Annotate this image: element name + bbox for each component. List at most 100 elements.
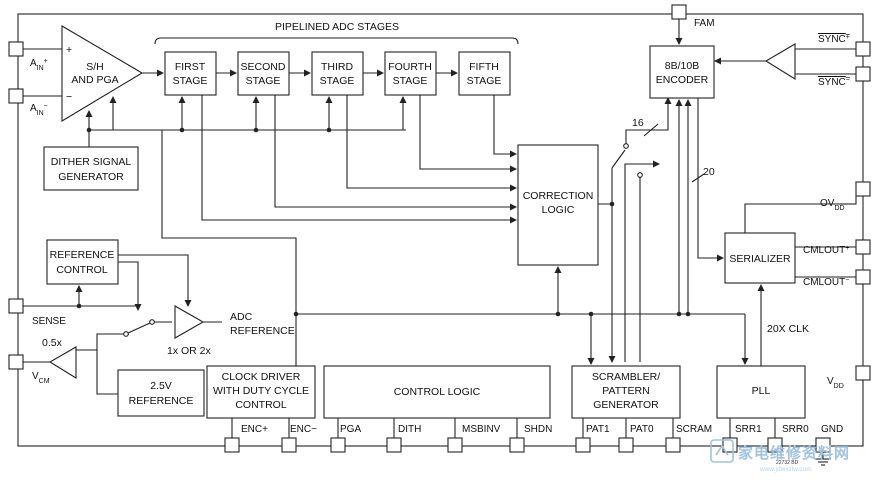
sync-minus-pin[interactable] [855,66,871,82]
sh-pga-plus: + [66,44,72,56]
ain-plus-pin[interactable] [8,41,24,57]
scram-pin[interactable] [665,437,681,453]
sh-pga-minus: − [66,91,72,103]
ground-icon [815,452,831,466]
cmlout-minus-label: CMLOUT− [803,277,849,289]
third-stage-label-1: THIRD [321,61,353,73]
correction-logic-block [517,144,599,266]
control-logic-block [323,365,551,419]
dither-label-1: DITHER SIGNAL [51,156,132,168]
enc-plus-label: ENC+ [241,424,268,435]
first-stage-block [164,51,217,96]
cmlout-plus-label: CMLOUT+ [803,245,849,257]
first-stage-label-2: STAGE [173,75,208,87]
bus20-label: 20 [703,166,715,178]
encoder-block [649,45,715,99]
cmlout-plus-pin[interactable] [855,239,871,255]
fam-pin[interactable] [671,4,687,20]
pipelined-stages-label: PIPELINED ADC STAGES [275,21,399,33]
chip-outline [17,13,864,447]
cmlout-minus-pin[interactable] [855,269,871,285]
shdn-pin[interactable] [509,437,525,453]
pga-pin[interactable] [330,437,346,453]
clock-driver-label-3: CONTROL [235,399,286,411]
watermark: 家电维修资料网 www.jdwxzlw.com [710,439,849,473]
ref-25v-block [117,369,205,417]
srr0-label: SRR0 [782,424,809,435]
first-stage-label-1: FIRST [175,61,206,73]
sense-label: SENSE [32,316,66,327]
sync-receiver [764,43,796,80]
sh-pga-label-2: AND PGA [71,74,118,86]
vcm-label: VCM [32,371,50,385]
scrambler-block [571,365,681,419]
correction-label-1: CORRECTION [523,190,594,202]
control-logic-label: CONTROL LOGIC [394,386,481,398]
figure-id: 22732 BD [776,460,799,466]
encoder-label-2: ENCODER [656,74,709,86]
pll-block [716,365,806,419]
dither-generator-block [43,146,139,191]
enc-minus-pin[interactable] [281,437,297,453]
msbinv-label: MSBINV [462,424,501,435]
second-stage-label-2: STAGE [246,75,281,87]
ovdd-label: OVDD [820,198,845,212]
pat0-label: PAT0 [630,424,654,435]
vcm-pin[interactable] [8,354,24,370]
clock-driver-label-1: CLOCK DRIVER [222,371,301,383]
vcm-buffer [48,346,77,379]
adc-ref-label-2: REFERENCE [230,325,295,337]
scrambler-label-2: PATTERN [602,385,649,397]
scrambler-label-3: GENERATOR [593,399,659,411]
enc-plus-pin[interactable] [224,437,240,453]
third-stage-label-2: STAGE [320,75,355,87]
shdn-label: SHDN [524,424,552,435]
gnd-label: GND [821,424,843,435]
msbinv-pin[interactable] [447,437,463,453]
pga-label: PGA [340,424,361,435]
scram-label: SCRAM [676,424,712,435]
sync-plus-label: SYNC+ [818,34,850,46]
vdd-label: VDD [827,376,844,390]
dither-label-2: GENERATOR [58,171,124,183]
adc-ref-label-1: ADC [230,311,253,323]
encoder-label-1: 8B/10B [665,60,699,72]
ain-minus-pin[interactable] [8,88,24,104]
sync-plus-pin[interactable] [855,41,871,57]
second-stage-block [237,51,290,96]
ain-plus-label: AIN+ [30,58,48,72]
bus16-label: 16 [632,117,644,129]
sh-pga-amplifier [61,25,144,122]
dith-pin[interactable] [386,437,402,453]
serializer-block [724,232,796,284]
pat1-pin[interactable] [575,437,591,453]
watermark-logo-icon [710,439,734,463]
sh-pga-label-1: S/H [86,61,104,73]
fifth-stage-label-1: FIFTH [469,61,499,73]
sync-minus-label: SYNC− [818,77,850,89]
scrambler-label-1: SCRAMBLER/ [592,371,660,383]
clock-driver-label-2: WITH DUTY CYCLE [213,385,309,397]
ref-25v-label-1: 2.5V [150,380,172,392]
ref-control-label-2: CONTROL [56,264,107,276]
correction-label-2: LOGIC [542,204,575,216]
pll-label: PLL [752,385,771,397]
reference-control-block [46,239,119,285]
vdd-pin[interactable] [855,365,871,381]
adc-reference-buffer [174,305,205,339]
fourth-stage-label-1: FOURTH [388,61,432,73]
third-stage-block [311,51,364,96]
stages-bracket [154,37,519,45]
serializer-label: SERIALIZER [729,253,791,265]
watermark-url: www.jdwxzlw.com [759,466,812,473]
pat0-pin[interactable] [618,437,634,453]
fourth-stage-label-2: STAGE [393,75,428,87]
sense-pin[interactable] [8,298,24,314]
ovdd-pin[interactable] [855,181,871,197]
half-label: 0.5x [42,337,63,349]
fifth-stage-label-2: STAGE [467,75,502,87]
fourth-stage-block [384,51,437,96]
ref-25v-label-2: REFERENCE [129,395,194,407]
enc-minus-label: ENC− [290,424,317,435]
